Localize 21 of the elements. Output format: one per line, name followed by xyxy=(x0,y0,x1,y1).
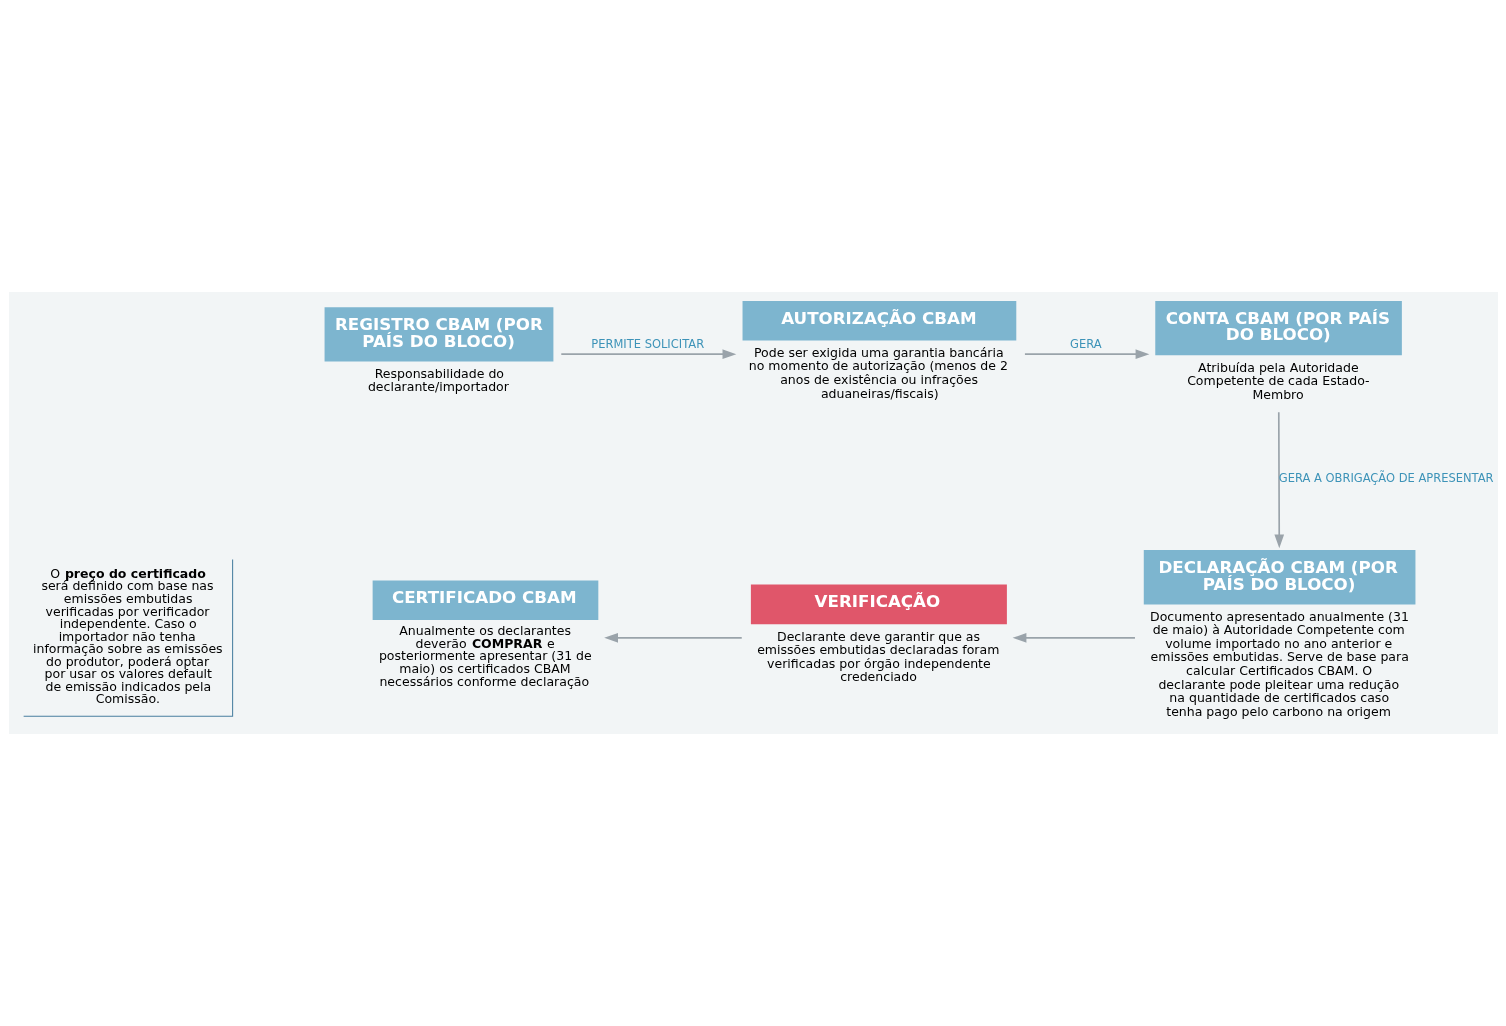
node-label: Responsabilidade do declarante/importador xyxy=(367,365,509,395)
node-box: DECLARAÇÃO CBAM (POR PAÍS DO BLOCO) xyxy=(1143,550,1415,605)
node-label: Declarante deve garantir que as emissões embutidas declaradas foram verificadas por órgão independente credenciado xyxy=(756,628,999,685)
node-label: Documento apresentado anualmente (31 de maio) à Autoridade Competente com volume importado no ano anterior e emissões embutidas. Serve de base para calcular Certificados CBAM. O declarante pode pleitear uma redução na quantidade de certificados caso tenha pago pelo carbono na origem xyxy=(1149,608,1409,719)
arrow xyxy=(1273,411,1284,549)
edge-label: PERMITE SOLICITAR xyxy=(590,336,704,351)
arrow xyxy=(559,349,736,359)
arrow xyxy=(603,633,743,643)
node-box: REGISTRO CBAM (POR PAÍS DO BLOCO) xyxy=(324,307,553,362)
arrow xyxy=(1023,349,1149,359)
arrow xyxy=(1012,633,1136,643)
edge-label: GERA xyxy=(1069,336,1102,351)
label: O preço do certificado será definido com base nas emissões embutidas verificadas por verificador independente. Caso o importador não tenha informação sobre as emissões do produtor, poderá optar por usar os valores default de emissão indicados pela Comissão. xyxy=(32,565,223,707)
node-box: CERTIFICADO CBAM xyxy=(372,580,598,621)
node-box: CONTA CBAM (POR PAÍS DO BLOCO) xyxy=(1154,300,1402,356)
edge-label: GERA A OBRIGAÇÃO DE APRESENTAR xyxy=(1278,470,1494,485)
node-label: Atribuída pela Autoridade Competente de cada Estado-Membro xyxy=(1186,359,1370,402)
node-box: AUTORIZAÇÃO CBAM xyxy=(742,300,1016,341)
node-label: Anualmente os declarantes deverão COMPRAR e posteriormente apresentar (31 de maio) os certificados CBAM necessários conforme declaração xyxy=(378,623,592,689)
node-label: Pode ser exigida uma garantia bancária no momento de autorização (menos de 2 anos de existência ou infrações aduaneiras/fiscais) xyxy=(748,344,1008,401)
node-box: VERIFICAÇÃO xyxy=(750,584,1007,625)
